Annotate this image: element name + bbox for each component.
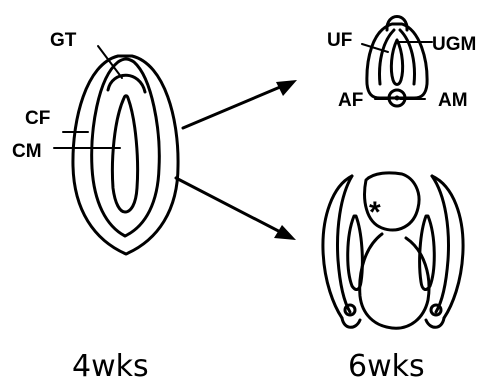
urogenital-inner-fold	[380, 30, 415, 84]
label-cf: CF	[25, 108, 50, 129]
central-mass	[360, 234, 429, 328]
cloacal-membrane	[112, 96, 137, 212]
bottom-right-fold	[426, 318, 444, 327]
caption-4wks: 4wks	[72, 349, 149, 383]
label-am: AM	[438, 90, 468, 111]
label-cm: CM	[12, 141, 42, 162]
left-inner-fold	[338, 176, 352, 312]
anal-membrane	[395, 96, 400, 101]
right-fold-slit	[420, 216, 435, 289]
development-arrow-lower	[176, 178, 296, 240]
cloacal-fold-outline	[73, 56, 178, 254]
caption-6wks: 6wks	[348, 349, 425, 383]
urogenital-fold-outline	[367, 24, 427, 98]
label-uf: UF	[327, 30, 352, 51]
label-ugm: UGM	[432, 34, 476, 55]
bottom-left-fold	[342, 318, 360, 327]
stage-6wks-upper-figure: UF UGM AF AM	[327, 17, 476, 112]
asterisk-marker: *	[369, 196, 381, 229]
genital-tubercle-cap	[108, 75, 145, 92]
stage-4wks-figure: GT CF CM	[12, 30, 178, 254]
label-af: AF	[338, 90, 363, 111]
urogenital-membrane	[391, 40, 402, 85]
stage-6wks-lower-figure: *	[323, 173, 463, 328]
development-arrow-upper	[183, 80, 297, 128]
label-gt: GT	[50, 30, 77, 51]
